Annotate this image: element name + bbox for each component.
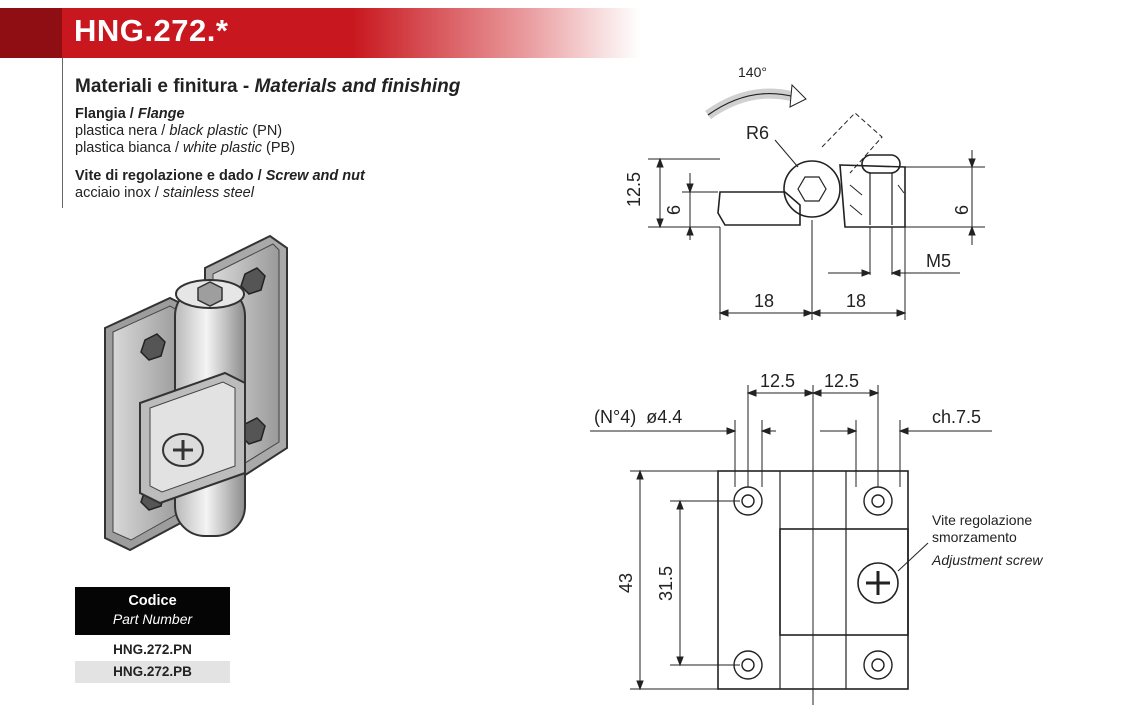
height-inner-label: 31.5: [656, 566, 676, 601]
top-view-drawing: 12.5 12.5 (N°4) ø4.4 ch.7.5 43 31.5 Vite…: [590, 371, 1043, 705]
flange-title-it: Flangia /: [75, 106, 138, 122]
height-left-label: 6: [664, 205, 684, 215]
flange-line1-en: black plastic: [169, 123, 249, 139]
note-line3: Adjustment screw: [931, 552, 1043, 568]
note-line2: smorzamento: [932, 529, 1017, 545]
part-number-table: Codice Part Number HNG.272.PN HNG.272.PB: [75, 587, 230, 683]
width-left-label: 18: [754, 291, 774, 311]
dim-right-label: 12.5: [824, 371, 859, 391]
materials-heading-en: Materials and finishing: [254, 76, 461, 97]
flange-line1-it: plastica nera /: [75, 123, 170, 139]
hex-label: ch.7.5: [932, 407, 981, 427]
flange-title-en: Flange: [137, 106, 185, 122]
side-view-drawing: 140° R6 12.5 6 6 M5 18 18: [624, 64, 985, 320]
angle-label: 140°: [738, 64, 767, 80]
flange-line1-code: (PN): [248, 123, 283, 139]
header-banner: HNG.272.*: [0, 8, 640, 58]
part-number-row: HNG.272.PN: [75, 639, 230, 661]
height-total-label: 12.5: [624, 172, 644, 207]
screw-title-it: Vite di regolazione e dado /: [75, 168, 266, 184]
screw-title-en: Screw and nut: [265, 168, 365, 184]
flange-line2-it: plastica bianca /: [75, 140, 184, 156]
part-number-header-it: Codice: [128, 593, 177, 609]
height-total-label: 43: [616, 573, 636, 593]
screw-line1-en: stainless steel: [162, 185, 254, 201]
divider-line: [62, 58, 63, 208]
part-number-row: HNG.272.PB: [75, 661, 230, 683]
part-number-header: Codice Part Number: [75, 587, 230, 635]
hinge-3d-illustration: [104, 234, 288, 552]
flange-block: Flangia / Flange plastica nera / black p…: [75, 106, 295, 157]
width-right-label: 18: [846, 291, 866, 311]
materials-heading-it: Materiali e finitura -: [75, 76, 255, 97]
banner-accent: [0, 8, 62, 58]
radius-label: R6: [746, 123, 769, 143]
product-title: HNG.272.*: [74, 13, 229, 48]
screw-block: Vite di regolazione e dado / Screw and n…: [75, 168, 365, 202]
dim-left-label: 12.5: [760, 371, 795, 391]
materials-heading: Materiali e finitura - Materials and fin…: [75, 76, 460, 98]
height-right-label: 6: [952, 205, 972, 215]
flange-line2-code: (PB): [262, 140, 296, 156]
holes-label: (N°4) ø4.4: [594, 407, 682, 427]
part-number-header-en: Part Number: [112, 611, 193, 627]
flange-line2-en: white plastic: [183, 140, 262, 156]
screw-line1-it: acciaio inox /: [75, 185, 163, 201]
note-line1: Vite regolazione: [932, 512, 1032, 528]
thread-label: M5: [926, 251, 951, 271]
